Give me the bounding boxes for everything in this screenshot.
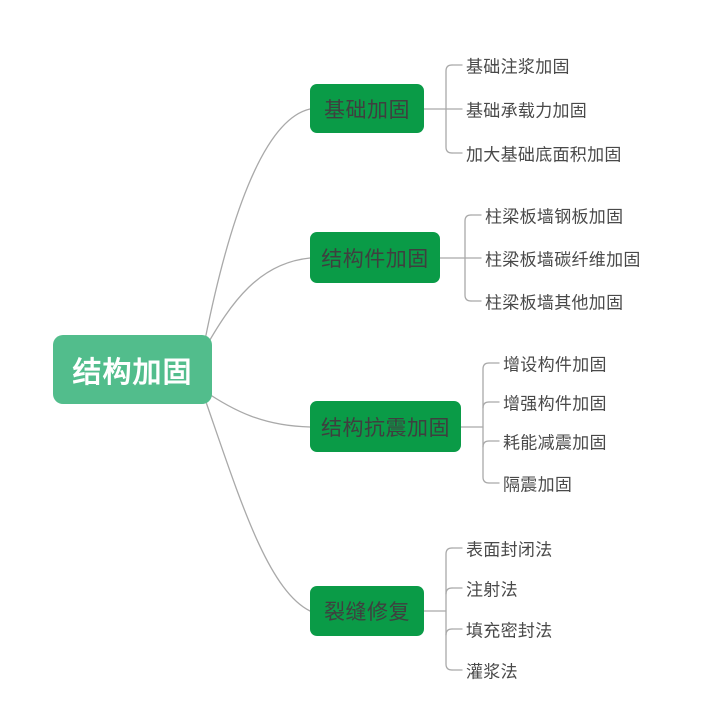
leaf-node-2-2[interactable]: 柱梁板墙碳纤维加固 bbox=[485, 250, 641, 271]
branch-node-2-label: 结构件加固 bbox=[321, 246, 429, 271]
curve-root-to-branch-3 bbox=[202, 389, 311, 428]
leaf-node-3-3[interactable]: 耗能减震加固 bbox=[503, 433, 607, 454]
leaf-stub-3-3 bbox=[482, 440, 490, 448]
leaf-node-2-1[interactable]: 柱梁板墙钢板加固 bbox=[485, 207, 624, 228]
leaf-node-4-4[interactable]: 灌浆法 bbox=[466, 662, 518, 683]
bracket-branch-2 bbox=[464, 214, 472, 302]
curve-root-to-branch-1 bbox=[204, 108, 311, 341]
leaf-stub-3-2 bbox=[482, 401, 490, 409]
root-node-label: 结构加固 bbox=[72, 354, 193, 389]
branch-node-1[interactable]: 基础加固 bbox=[310, 84, 424, 133]
leaf-node-3-4[interactable]: 隔震加固 bbox=[503, 475, 573, 496]
leaf-stub-4-2 bbox=[445, 587, 453, 595]
branch-node-3[interactable]: 结构抗震加固 bbox=[310, 401, 461, 452]
branch-node-2[interactable]: 结构件加固 bbox=[310, 232, 440, 283]
leaf-node-4-3[interactable]: 填充密封法 bbox=[466, 621, 553, 642]
curve-root-to-branch-2 bbox=[202, 257, 311, 353]
leaf-node-1-3[interactable]: 加大基础底面积加固 bbox=[466, 145, 622, 166]
leaf-node-1-1[interactable]: 基础注浆加固 bbox=[466, 57, 570, 78]
leaf-stub-4-3 bbox=[445, 628, 453, 636]
branch-node-4-label: 裂缝修复 bbox=[324, 600, 410, 624]
leaf-node-4-2[interactable]: 注射法 bbox=[466, 580, 518, 601]
leaf-node-4-1[interactable]: 表面封闭法 bbox=[466, 540, 553, 561]
branch-node-3-label: 结构抗震加固 bbox=[321, 415, 450, 440]
curve-root-to-branch-4 bbox=[205, 401, 311, 612]
root-node[interactable]: 结构加固 bbox=[53, 335, 212, 404]
leaf-node-2-3[interactable]: 柱梁板墙其他加固 bbox=[485, 293, 624, 314]
bracket-branch-1 bbox=[445, 64, 453, 154]
branch-node-4[interactable]: 裂缝修复 bbox=[310, 586, 424, 636]
leaf-node-3-1[interactable]: 增设构件加固 bbox=[503, 355, 607, 376]
branch-node-1-label: 基础加固 bbox=[324, 97, 410, 122]
leaf-node-1-2[interactable]: 基础承载力加固 bbox=[466, 101, 588, 122]
leaf-node-3-2[interactable]: 增强构件加固 bbox=[503, 394, 607, 415]
bracket-branch-4 bbox=[445, 547, 453, 671]
bracket-branch-3 bbox=[482, 362, 490, 484]
